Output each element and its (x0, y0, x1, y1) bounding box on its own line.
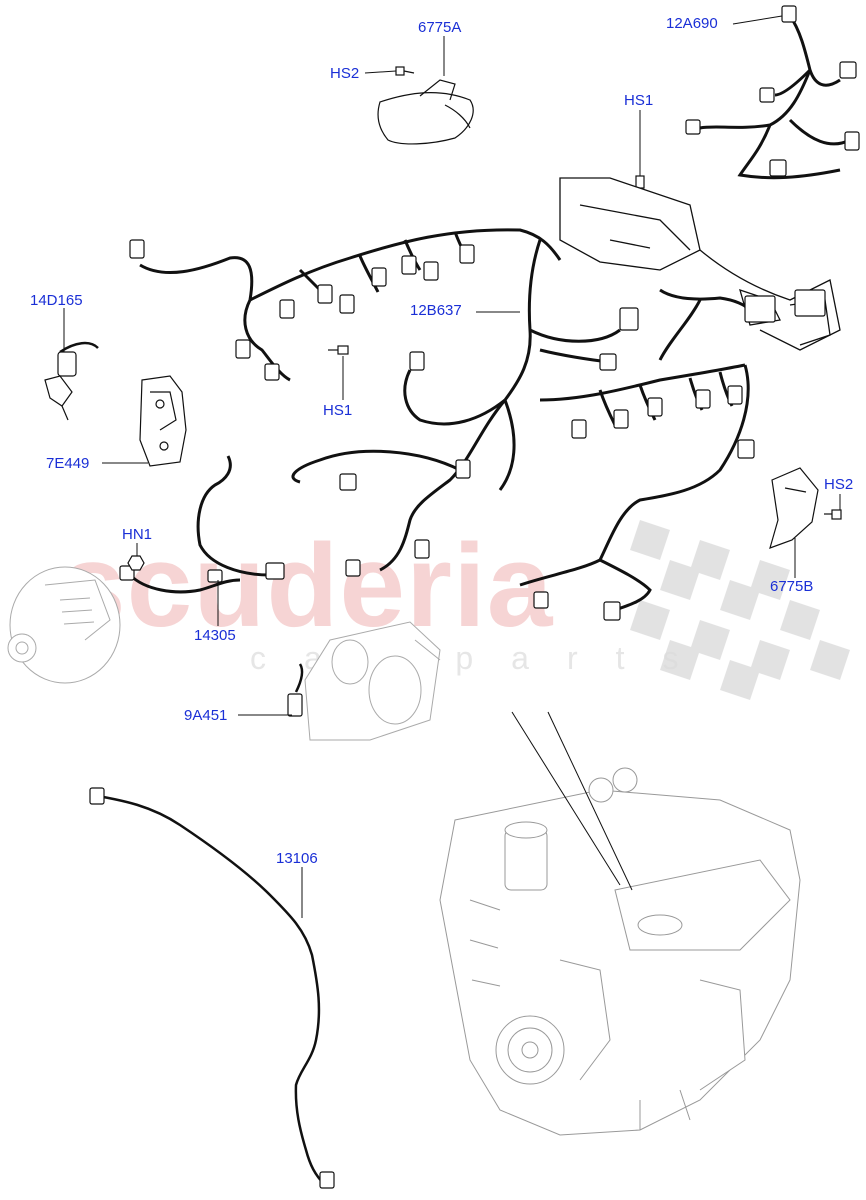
bolt-hs2-right (824, 509, 842, 520)
callout-13106: 13106 (276, 850, 318, 867)
callout-hs1-mid: HS1 (323, 402, 353, 419)
callout-14305: 14305 (194, 627, 236, 644)
starter-cable-9a451 (287, 663, 304, 717)
nut-hn1 (127, 555, 145, 571)
callout-hn1: HN1 (122, 526, 153, 543)
callout-6775a: 6775A (418, 19, 462, 36)
bracket-7e449 (139, 375, 187, 467)
bolt-hs2-top (395, 66, 415, 76)
callout-7e449: 7E449 (46, 455, 90, 472)
engine-block-outline (439, 767, 801, 1136)
callout-12a690: 12A690 (666, 15, 718, 32)
bolt-hs1-mid (328, 345, 349, 355)
cable-13106 (97, 794, 326, 1186)
cable-14305 (128, 455, 271, 594)
connectors-12a690 (685, 5, 860, 177)
callout-12b637: 12B637 (410, 302, 462, 319)
heat-shield-6775b (769, 467, 819, 549)
alternator-outline (7, 566, 121, 684)
heat-shield-6775a (377, 79, 474, 145)
sensor-14d165 (44, 341, 99, 421)
connectors-12b637 (129, 239, 826, 621)
callout-14d165: 14D165 (30, 292, 83, 309)
connectors-13106 (89, 787, 335, 1189)
callout-hs2-top: HS2 (330, 65, 360, 82)
leader-lines (63, 15, 841, 918)
callout-hs1-top: HS1 (624, 92, 654, 109)
starter-motor-outline (304, 621, 441, 741)
callout-hs2-right: HS2 (824, 476, 854, 493)
callout-6775b: 6775B (770, 578, 814, 595)
connectors-14305 (119, 562, 285, 583)
checker-flag-watermark (630, 520, 850, 700)
callout-9a451: 9A451 (184, 707, 228, 724)
harness-12a690 (699, 15, 851, 180)
engine-cover-assembly (559, 177, 841, 351)
